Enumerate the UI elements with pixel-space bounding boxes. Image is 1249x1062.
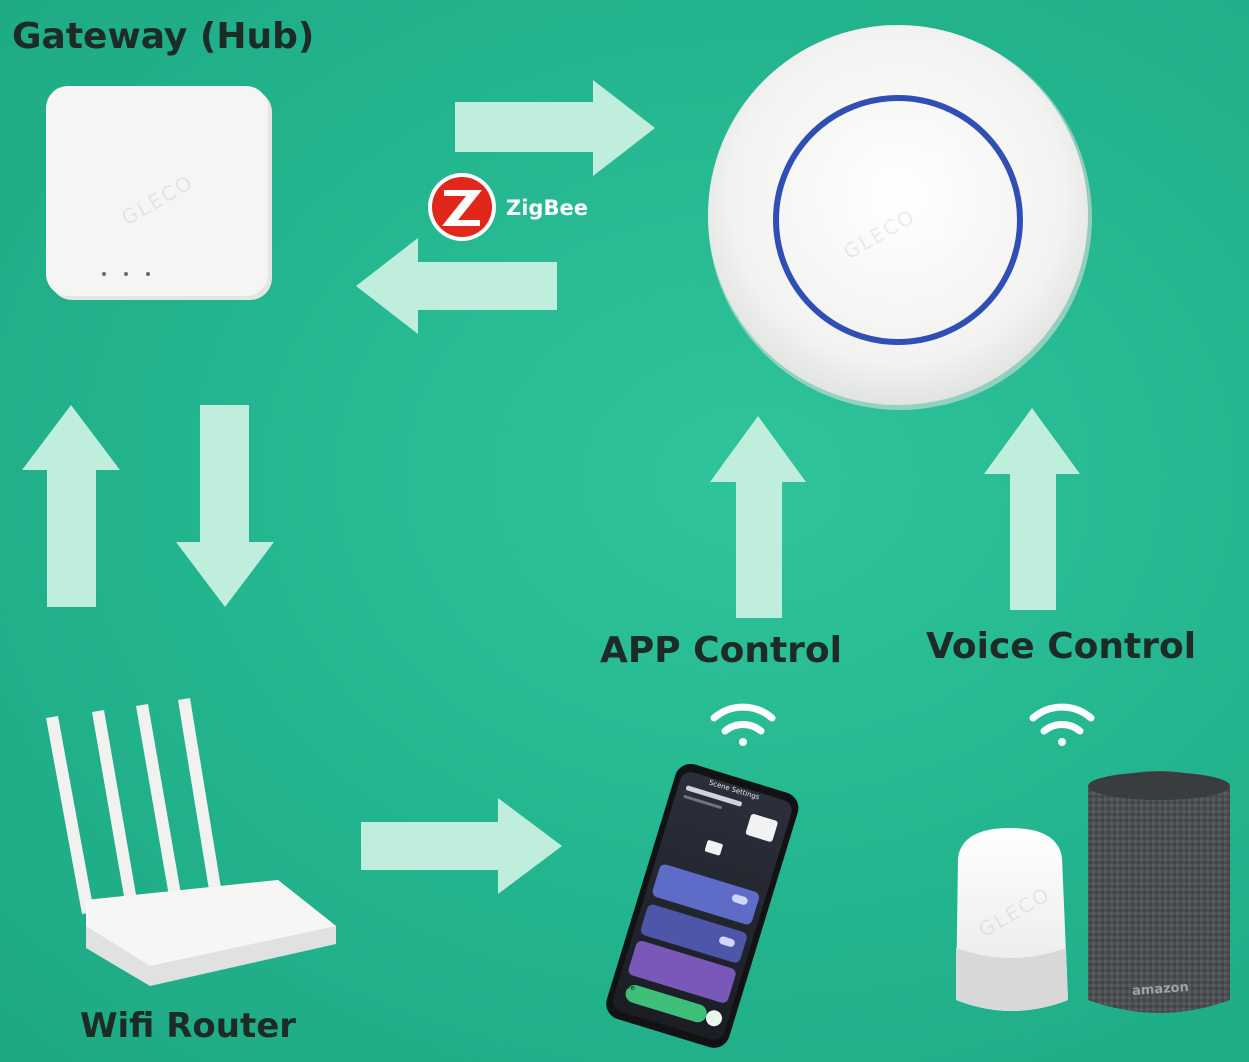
zigbee-label: ZigBee bbox=[506, 196, 588, 220]
smartphone-device bbox=[606, 763, 799, 1048]
wifi-icon bbox=[710, 703, 776, 746]
arrow-icon bbox=[710, 416, 806, 618]
arrows bbox=[22, 80, 1080, 894]
arrow-icon bbox=[361, 798, 562, 894]
arrow-icon bbox=[984, 408, 1080, 610]
wifi-router-label: Wifi Router bbox=[80, 1006, 297, 1046]
sensor-device bbox=[708, 25, 1092, 410]
arrow-icon bbox=[356, 238, 557, 334]
wifi-router-device bbox=[46, 698, 336, 986]
arrow-icon bbox=[176, 405, 274, 607]
google-home-device bbox=[956, 828, 1068, 1011]
amazon-echo-device bbox=[1088, 771, 1230, 1013]
gateway-hub bbox=[46, 86, 272, 300]
voice-control-label: Voice Control bbox=[926, 626, 1197, 667]
arrow-icon bbox=[22, 405, 120, 607]
zigbee-logo-icon bbox=[428, 173, 496, 241]
app-control-label: APP Control bbox=[600, 630, 842, 671]
arrow-icon bbox=[455, 80, 655, 176]
wifi-icon bbox=[1029, 703, 1095, 746]
gateway-label: Gateway (Hub) bbox=[12, 16, 315, 57]
